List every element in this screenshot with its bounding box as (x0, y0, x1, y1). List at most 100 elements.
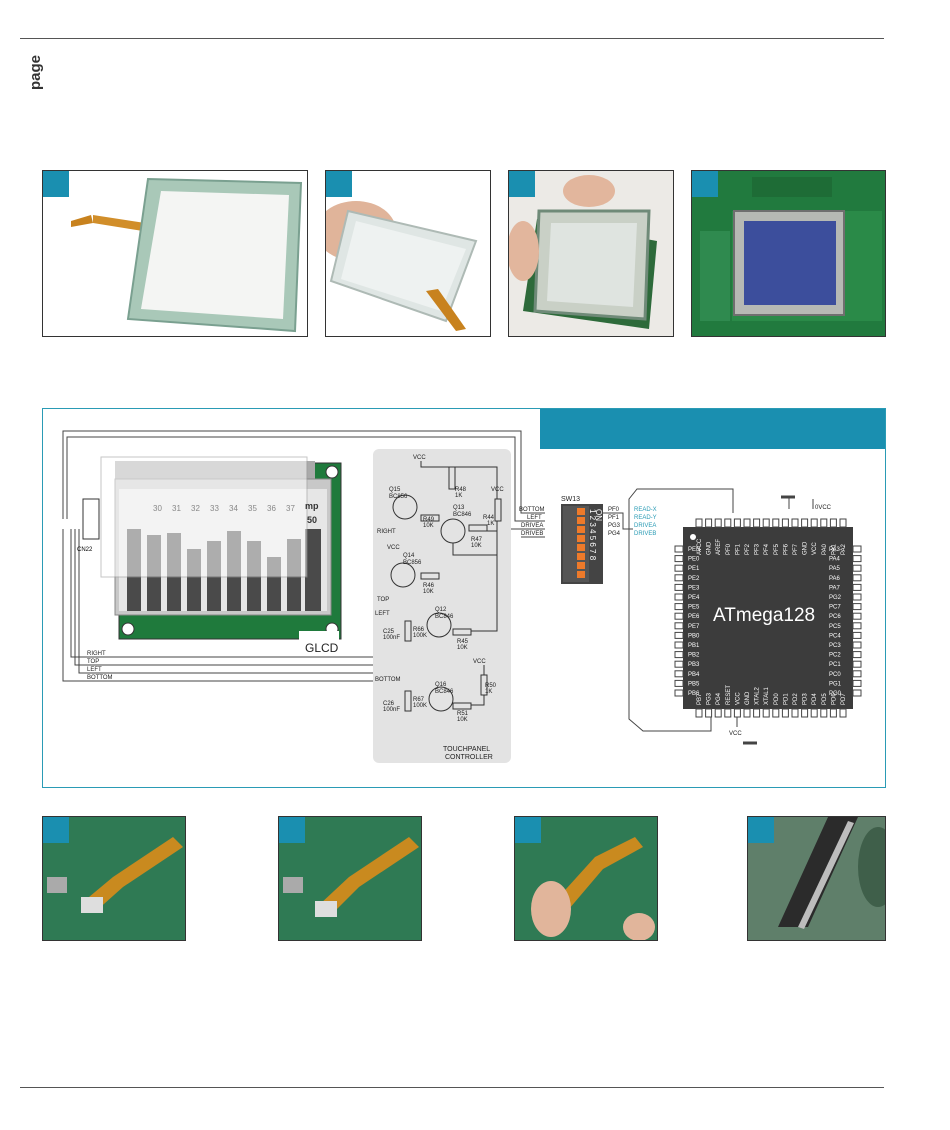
svg-text:BOTTOM: BOTTOM (87, 675, 113, 681)
mcu-pin (674, 631, 684, 639)
photo-hand-panel (325, 170, 491, 337)
svg-text:mp: mp (305, 501, 319, 511)
mcu-pin (820, 518, 828, 528)
svg-text:Q16: Q16 (435, 682, 447, 688)
mcu-pin (852, 583, 862, 591)
atmega128-chip: ATmega128 PENPE0PE1PE2PE3PE4PE5PE6PE7PB0… (674, 518, 862, 718)
svg-text:DRIVEB: DRIVEB (634, 531, 656, 537)
svg-text:10K: 10K (457, 717, 468, 723)
mcu-pin-label: PEN (688, 547, 700, 553)
svg-text:50: 50 (307, 515, 317, 525)
top-rule (20, 38, 884, 39)
mcu-pin-label: GND (803, 541, 809, 555)
mcu-pin-label: PD5 (822, 693, 828, 705)
glcd-label: GLCD (305, 641, 339, 655)
mcu-label: ATmega128 (713, 605, 815, 626)
controller-circuit (390, 461, 502, 712)
panel-on-lcd-illustration (509, 171, 673, 336)
photo-connector-1 (42, 816, 186, 941)
mcu-pin (724, 708, 732, 718)
mcu-pin (839, 518, 847, 528)
photo-number-badge (279, 817, 305, 843)
photo-number-badge (692, 171, 718, 197)
mcu-pin (695, 708, 703, 718)
svg-text:PF0: PF0 (608, 507, 620, 513)
svg-text:R45: R45 (457, 639, 469, 645)
mcu-pin-label: PF0 (726, 543, 732, 555)
mcu-pin-label: PC2 (829, 653, 841, 659)
svg-text:33: 33 (210, 504, 219, 513)
svg-text:SW13: SW13 (561, 496, 580, 503)
svg-text:100K: 100K (413, 703, 427, 709)
mcu-pin-label: AVCC (697, 538, 703, 555)
svg-text:PG4: PG4 (608, 531, 621, 537)
svg-text:100nF: 100nF (383, 635, 400, 641)
svg-text:CONTROLLER: CONTROLLER (445, 754, 493, 761)
mcu-pin (674, 651, 684, 659)
photo-number-badge (509, 171, 535, 197)
mcu-pin-label: PF1 (735, 543, 741, 555)
mcu-pin (852, 603, 862, 611)
mcu-pin-label: PC1 (829, 662, 841, 668)
svg-text:TOP: TOP (377, 597, 389, 603)
mcu-pin (674, 622, 684, 630)
mcu-pin (674, 555, 684, 563)
mcu-pin (829, 518, 837, 528)
mcu-pin-label: PE2 (688, 576, 700, 582)
mcu-pin-label: PC7 (829, 605, 841, 611)
photo-connector-3 (514, 816, 658, 941)
svg-text:RIGHT: RIGHT (87, 651, 106, 657)
photo-panel-on-lcd (508, 170, 674, 337)
mcu-pin (852, 651, 862, 659)
mcu-pin-label: GND (745, 691, 751, 705)
mcu-pin-label: PF5 (774, 543, 780, 555)
port-labels: PF0 PF1 PG3 PG4 (608, 507, 621, 537)
mcu-pin (674, 660, 684, 668)
mcu-pin (852, 679, 862, 687)
mcu-pin-label: PB5 (688, 681, 700, 687)
svg-text:C26: C26 (383, 701, 395, 707)
svg-text:BOTTOM: BOTTOM (519, 507, 545, 513)
signal-labels: READ-X READ-Y DRIVEA DRIVEB (634, 507, 657, 537)
svg-text:36: 36 (267, 504, 276, 513)
mcu-pin (674, 603, 684, 611)
photo-lcd-removal (747, 816, 886, 941)
svg-text:31: 31 (172, 504, 181, 513)
mcu-pin-label: AREF (716, 539, 722, 555)
mcu-pin (781, 708, 789, 718)
mcu-pin (705, 708, 713, 718)
mcu-pin (772, 518, 780, 528)
svg-text:DRIVEA: DRIVEA (521, 523, 543, 529)
mcu-pin (791, 708, 799, 718)
mcu-pin (674, 545, 684, 553)
svg-text:10K: 10K (457, 645, 468, 651)
svg-text:READ-X: READ-X (634, 507, 657, 513)
controller-area (373, 449, 511, 763)
svg-text:BC856: BC856 (403, 560, 422, 566)
mcu-pin-label: PA4 (829, 557, 841, 563)
svg-text:R46: R46 (423, 583, 435, 589)
page-tag: page (27, 55, 44, 90)
schematic-drawing: 30 31 32 33 34 35 36 37 mp 50 GLCD CN22 (62, 430, 862, 763)
mcu-pin (852, 612, 862, 620)
mcu-wires (628, 488, 814, 745)
svg-text:37: 37 (286, 504, 295, 513)
mcu-pin (674, 593, 684, 601)
svg-text:READ-Y: READ-Y (634, 515, 657, 521)
mcu-pin (852, 641, 862, 649)
hand-panel-illustration (326, 201, 478, 331)
photo-connector-2 (278, 816, 422, 941)
mcu-pin-label: PG2 (829, 595, 842, 601)
svg-text:BOTTOM: BOTTOM (375, 677, 401, 683)
mcu-pin-label: PB4 (688, 672, 700, 678)
svg-text:1K: 1K (485, 689, 492, 695)
mcu-pin (801, 708, 809, 718)
glcd-module: 30 31 32 33 34 35 36 37 mp 50 GLCD CN22 (77, 456, 342, 655)
mcu-pin-label: PC5 (829, 624, 841, 630)
mcu-pin-label: PB1 (688, 643, 700, 649)
svg-text:DRIVEB: DRIVEB (521, 531, 543, 537)
mcu-pin (852, 593, 862, 601)
photo-number-badge (43, 817, 69, 843)
mcu-pin-label: PD2 (793, 693, 799, 705)
mcu-pin-label: PF4 (764, 543, 770, 555)
